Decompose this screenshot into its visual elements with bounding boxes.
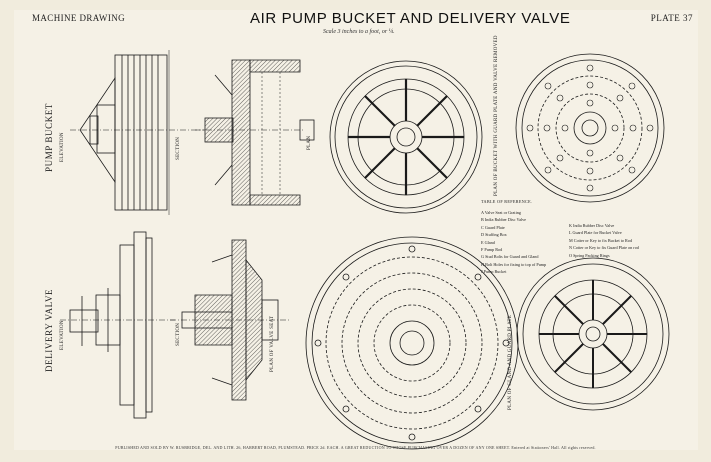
plan-label: PLAN (307, 135, 312, 150)
plate-number: PLATE 37 (650, 13, 693, 23)
reference-item: K India Rubber Disc Valve (569, 223, 615, 228)
delivery-valve-section (170, 239, 290, 401)
section-label-bottom: SECTION (176, 322, 181, 346)
delivery-valve-label: DELIVERY VALVE (44, 288, 54, 372)
section-label-top: SECTION (176, 136, 181, 160)
header-left: MACHINE DRAWING (32, 13, 126, 23)
reference-item: M Cotter or Key to fix Bucket to Rod (569, 237, 633, 243)
pump-bucket-plan (329, 60, 483, 214)
elevation-label-bottom: ELEVATION (60, 320, 65, 350)
reference-list-right: K India Rubber Disc Valve L Guard Plate … (569, 223, 679, 260)
valve-seat-plan (305, 236, 519, 450)
gland-plan (516, 257, 670, 411)
reference-item: G Stud Bolts for Guard and Gland (481, 254, 539, 260)
reference-item: N Cotter or Key to fix Guard Plate on ro… (569, 245, 639, 251)
reference-item: O Spring Packing Rings (569, 252, 610, 258)
elevation-label-top: ELEVATION (60, 132, 65, 162)
reference-item: A Valve Seat or Grating (481, 210, 521, 215)
reference-item: D Stuffing Box (481, 232, 507, 238)
bucket-plan-label: PLAN OF BUCKET WITH GUARD PLATE AND VALV… (494, 35, 499, 196)
reference-item: J Pump Bucket (481, 269, 507, 275)
pump-bucket-label: PUMP BUCKET (44, 102, 54, 172)
valve-seat-plan-label: PLAN OF VALVE SEAT (270, 315, 275, 372)
pump-bucket-section (195, 59, 315, 206)
reference-item: E Gland (481, 239, 495, 245)
reference-item: B India Rubber Disc Valve (481, 217, 527, 223)
scale-note: Scale 3 inches to a foot, or ¼. (323, 29, 395, 35)
reference-item: C Guard Plate (481, 224, 505, 230)
pump-bucket-elevation (70, 50, 205, 215)
page-title: AIR PUMP BUCKET AND DELIVERY VALVE (250, 10, 571, 27)
publisher-footer: PUBLISHED AND SOLD BY W. RUSBRIDGE, DEL.… (115, 445, 596, 450)
reference-item: H Bolt Holes for fixing to top of Pump (481, 261, 547, 267)
delivery-valve-elevation (60, 231, 175, 419)
reference-item: F Pump Rod (481, 246, 503, 252)
gland-plan-label: PLAN OF GLAND AND GUARD PLATE (508, 314, 513, 410)
reference-item: L Guard Plate for Bucket Valve (569, 230, 622, 236)
bucket-plan-grating (515, 53, 665, 203)
reference-list-left: A Valve Seat or Grating B India Rubber D… (481, 210, 569, 277)
reference-table-title: TABLE OF REFERENCE. (481, 199, 533, 204)
